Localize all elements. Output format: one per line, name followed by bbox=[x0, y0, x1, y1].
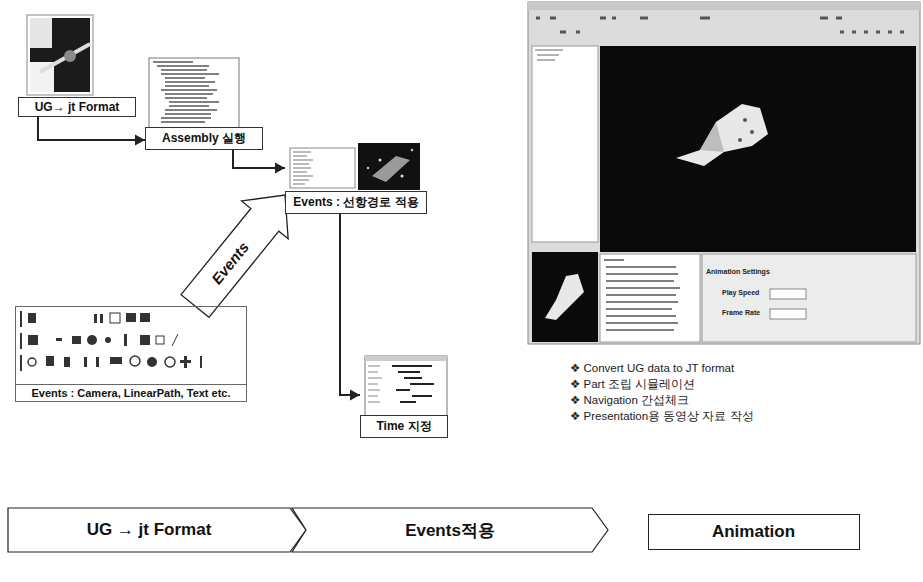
flow-connector bbox=[340, 214, 360, 401]
events-screenshot bbox=[290, 143, 420, 190]
toolbar-icons bbox=[20, 311, 202, 371]
node-text: Assembly 실행 bbox=[145, 127, 263, 150]
bullet-note: ❖ Convert UG data to JT format bbox=[570, 361, 734, 375]
block-arrow bbox=[181, 195, 288, 317]
bullet-note: ❖ Navigation 간섭체크 bbox=[570, 393, 689, 408]
caption-box: Assembly 실행 bbox=[145, 55, 263, 150]
node-text: UG → jt Format bbox=[8, 520, 290, 540]
arrow-head bbox=[350, 390, 360, 401]
node-text: Time 지정 bbox=[360, 415, 448, 438]
result-box: Animation bbox=[648, 514, 860, 550]
flow-connector bbox=[38, 117, 145, 146]
flow-connector bbox=[233, 150, 285, 174]
node-text: Events : 선항경로 적용 bbox=[285, 191, 427, 214]
ug-screenshot bbox=[27, 15, 93, 95]
node-text: Animation bbox=[649, 522, 858, 542]
application-screenshot bbox=[528, 2, 920, 344]
bullet-note: ❖ Presentation용 동영상 자료 작성 bbox=[570, 409, 754, 424]
arrow-outline bbox=[292, 508, 608, 552]
block-arrow-shape bbox=[181, 195, 288, 317]
step-arrow: UG → jt Format bbox=[8, 508, 306, 552]
toolbar-panel: Events : Camera, LinearPath, Text etc. bbox=[15, 306, 247, 402]
bullet-note: ❖ Part 조립 시뮬레이션 bbox=[570, 377, 695, 392]
arrow-head bbox=[135, 135, 145, 146]
connector-line bbox=[340, 214, 360, 395]
caption-box: Events : 선항경로 적용 bbox=[285, 140, 427, 214]
ui-label: Animation Settings bbox=[706, 268, 770, 275]
arrow-head bbox=[275, 163, 285, 174]
ui-label: Frame Rate bbox=[722, 309, 760, 316]
node-text: Events적용 bbox=[308, 519, 592, 542]
caption-box: UG→ jt Format bbox=[18, 12, 136, 117]
timeline-screenshot bbox=[365, 356, 447, 416]
arrow-outline bbox=[8, 508, 306, 552]
connector-line bbox=[38, 117, 145, 140]
node-text: Events : Camera, LinearPath, Text etc. bbox=[16, 384, 246, 401]
node-text: UG→ jt Format bbox=[18, 97, 136, 117]
assembly-tree-screenshot bbox=[149, 58, 239, 128]
caption-box: Time 지정 bbox=[360, 352, 448, 438]
ui-label: Play Speed bbox=[722, 289, 759, 296]
step-arrow: Events적용 bbox=[292, 508, 608, 552]
